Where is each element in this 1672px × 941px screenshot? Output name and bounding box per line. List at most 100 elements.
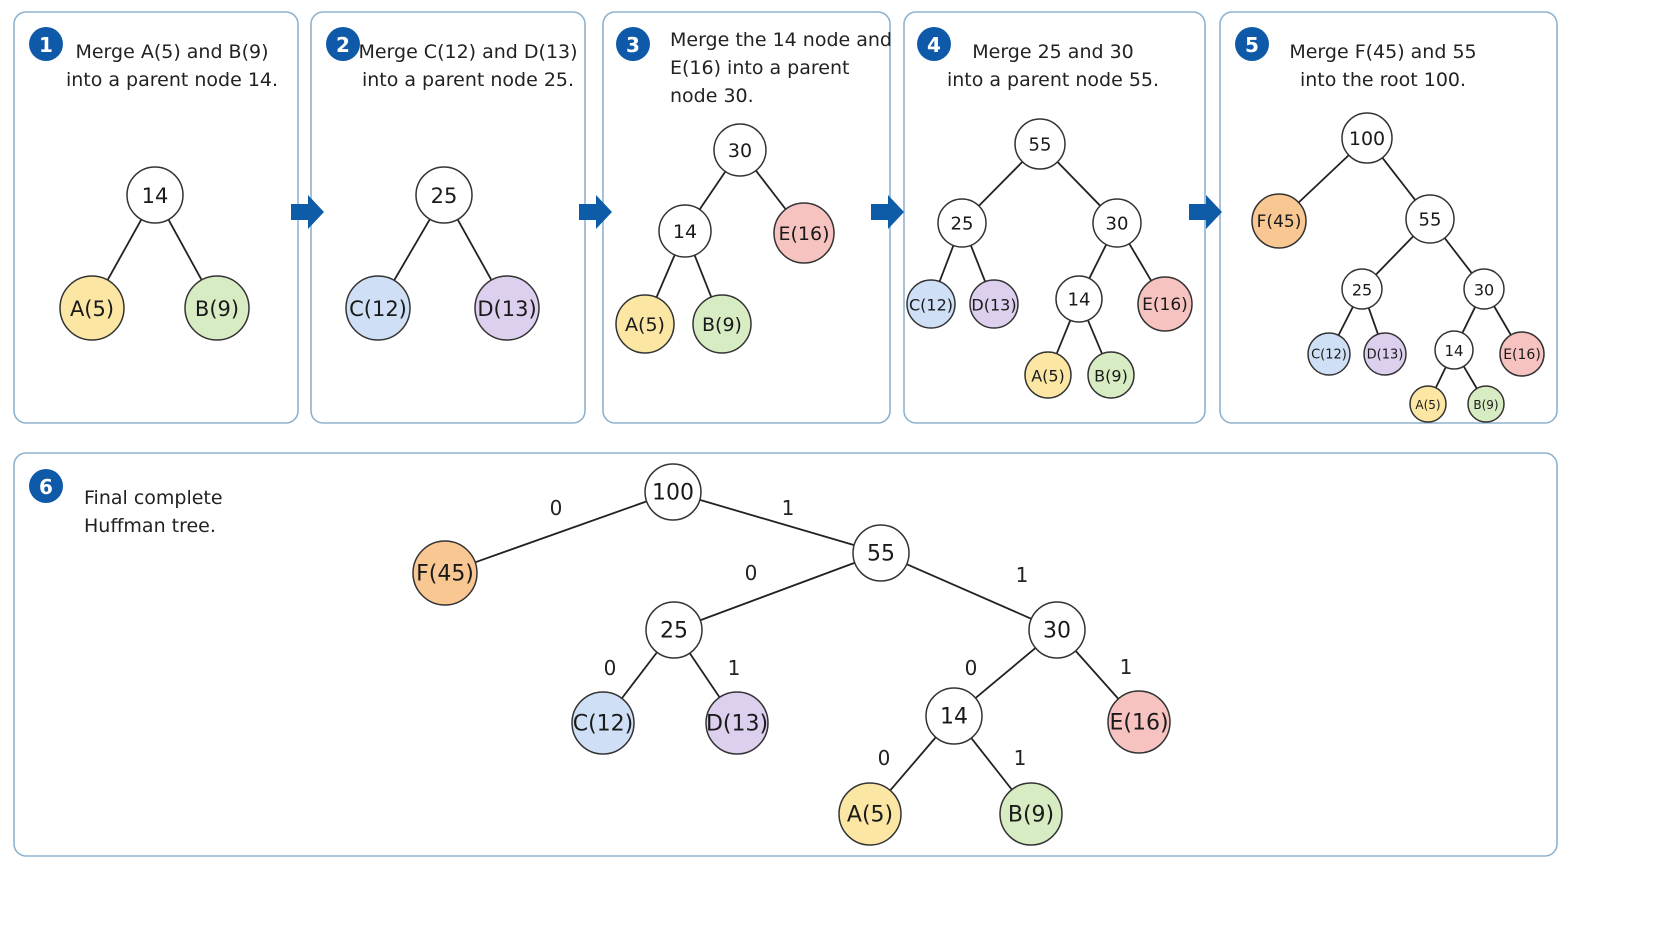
step-caption-line: Merge F(45) and 55 <box>1289 41 1476 63</box>
node-label: C(12) <box>349 297 407 321</box>
edge-bit-label: 1 <box>1016 563 1029 587</box>
tree-edge <box>1298 154 1350 204</box>
internal-node: 100 <box>1341 112 1393 164</box>
tree-edge <box>1088 244 1108 279</box>
tree-edge <box>693 254 713 298</box>
node-label: D(13) <box>706 712 768 737</box>
edge-bit-label: 1 <box>1014 746 1027 770</box>
step-caption-line: Final complete <box>84 487 223 509</box>
tree-edge <box>969 244 987 283</box>
leaf-node-b: B(9) <box>184 275 250 341</box>
leaf-node-a: A(5) <box>615 294 675 354</box>
node-label: 25 <box>660 619 688 644</box>
tree-edge <box>1074 650 1120 700</box>
node-label: 30 <box>728 140 752 162</box>
internal-node: 100 <box>644 463 702 521</box>
step-caption-line: Merge C(12) and D(13) <box>358 41 577 63</box>
step-badge-circle <box>1235 27 1269 61</box>
step-badge-number: 1 <box>39 33 53 57</box>
leaf-node-a: A(5) <box>1409 385 1447 423</box>
node-label: 25 <box>1352 281 1372 300</box>
step-caption-line: Merge the 14 node and <box>670 29 892 51</box>
tree-edge <box>1493 305 1512 336</box>
tree-edge <box>474 500 647 564</box>
leaf-node-b: B(9) <box>1467 385 1505 423</box>
leaf-node-e: E(16) <box>1107 690 1171 754</box>
step-caption-line: Merge A(5) and B(9) <box>75 41 268 63</box>
node-circle <box>1107 690 1171 754</box>
node-label: B(9) <box>702 314 742 336</box>
leaf-node-a: A(5) <box>838 782 902 846</box>
leaf-node-c: C(12) <box>906 279 956 329</box>
step-badge-circle <box>29 27 63 61</box>
node-circle <box>1363 332 1407 376</box>
node-label: 30 <box>1474 281 1494 300</box>
leaf-node-c: C(12) <box>345 275 411 341</box>
leaf-node-e: E(16) <box>1137 276 1193 332</box>
node-circle <box>705 691 769 755</box>
node-label: E(16) <box>1109 711 1168 736</box>
tree-edge <box>1434 366 1447 389</box>
step-panel-2: 2 Merge C(12) and D(13) into a parent node… <box>310 11 586 424</box>
node-label: C(12) <box>1311 348 1347 363</box>
node-circle <box>184 275 250 341</box>
step-badge-number: 2 <box>336 33 350 57</box>
node-label: 100 <box>1349 128 1385 150</box>
tree-edge <box>755 170 787 210</box>
tree-edge <box>889 736 937 792</box>
leaf-node-f: F(45) <box>1251 193 1307 249</box>
internal-node: 55 <box>1014 118 1066 170</box>
node-label: 25 <box>431 184 458 208</box>
node-circle <box>645 601 703 659</box>
node-circle <box>1251 193 1307 249</box>
step-caption-line: Huffman tree. <box>84 515 216 537</box>
node-circle <box>59 275 125 341</box>
internal-node: 25 <box>645 601 703 659</box>
tree-edge <box>699 561 856 622</box>
node-label: 14 <box>1444 342 1463 360</box>
arrow-right-icon <box>579 195 612 229</box>
step-badge: 3 <box>616 27 650 61</box>
tree-edge <box>1337 306 1354 336</box>
tree-edge <box>1128 243 1153 282</box>
step-badge-number: 4 <box>927 33 941 57</box>
leaf-node-a: A(5) <box>59 275 125 341</box>
edge-bit-label: 1 <box>782 496 795 520</box>
node-label: F(45) <box>416 562 474 587</box>
leaf-node-e: E(16) <box>773 202 835 264</box>
node-label: B(9) <box>1008 803 1054 828</box>
leaf-node-e: E(16) <box>1499 331 1545 377</box>
node-label: E(16) <box>1142 295 1188 315</box>
tree-edge <box>1443 237 1473 274</box>
node-label: 25 <box>951 214 974 235</box>
tree-edge <box>1461 306 1476 334</box>
node-label: 14 <box>940 705 968 730</box>
internal-node: 25 <box>415 166 473 224</box>
node-label: 55 <box>1029 135 1052 156</box>
tree-edge <box>167 219 203 281</box>
node-circle <box>999 782 1063 846</box>
internal-node: 55 <box>1405 194 1455 244</box>
node-circle <box>1307 332 1351 376</box>
step-badge-circle <box>326 27 360 61</box>
node-label: 14 <box>673 221 697 243</box>
tree-edge <box>1375 235 1414 276</box>
leaf-node-b: B(9) <box>1087 351 1135 399</box>
node-label: 30 <box>1106 214 1129 235</box>
panel-frame <box>13 452 1558 857</box>
edge-bit-label: 0 <box>878 746 891 770</box>
leaf-node-b: B(9) <box>999 782 1063 846</box>
step-badge-number: 6 <box>39 475 53 499</box>
step-caption-line: into a parent node 25. <box>362 69 574 91</box>
edge-bit-label: 0 <box>745 561 758 585</box>
tree-edge <box>699 499 855 546</box>
internal-node: 25 <box>1341 268 1383 310</box>
internal-node: 30 <box>1463 268 1505 310</box>
tree-edge <box>1381 157 1416 201</box>
step-caption-line: into a parent node 14. <box>66 69 278 91</box>
tree-edge <box>1087 319 1103 355</box>
step-caption-line: node 30. <box>670 85 754 107</box>
node-circle <box>415 166 473 224</box>
